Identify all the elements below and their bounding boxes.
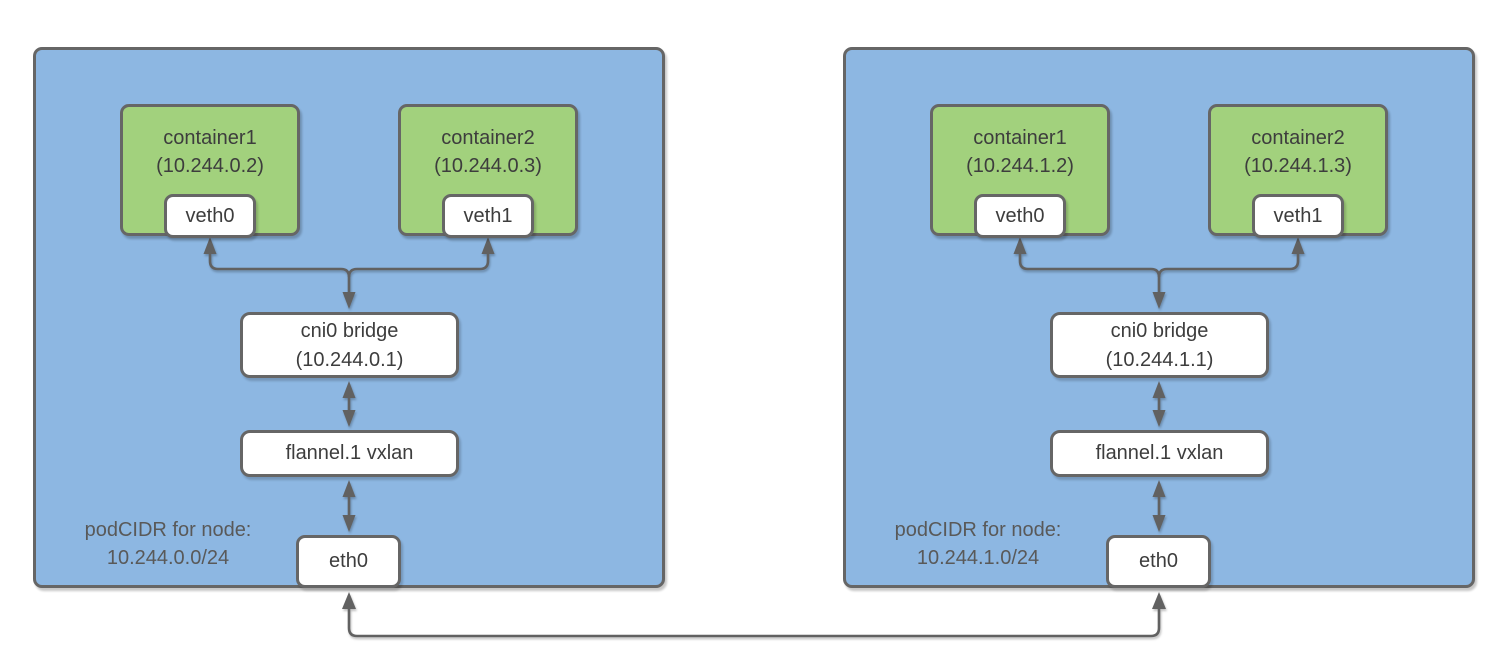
veth-box: veth1 xyxy=(442,194,534,238)
vxlan-label: flannel.1 vxlan xyxy=(285,442,414,464)
container-ip: (10.244.0.3) xyxy=(434,155,542,177)
cni0-bridge-box: cni0 bridge (10.244.1.1) xyxy=(1050,312,1269,378)
cni0-bridge-box: cni0 bridge (10.244.0.1) xyxy=(240,312,459,378)
eth-label: eth0 xyxy=(1139,550,1178,572)
bridge-vxlan-arrow xyxy=(342,381,356,427)
eth0-box: eth0 xyxy=(1106,535,1211,588)
container-name: container2 xyxy=(441,127,535,149)
podcidr-label: podCIDR for node: 10.244.1.0/24 xyxy=(858,516,1098,572)
veth-branch-connector xyxy=(203,237,495,309)
flannel-vxlan-box: flannel.1 vxlan xyxy=(1050,430,1269,477)
veth-box: veth0 xyxy=(974,194,1066,238)
veth-label: veth0 xyxy=(995,205,1045,227)
container-name: container1 xyxy=(973,127,1067,149)
podcidr-line1: podCIDR for node: xyxy=(894,519,1062,541)
podcidr-line1: podCIDR for node: xyxy=(84,519,252,541)
veth-label: veth1 xyxy=(1273,205,1323,227)
podcidr-line2: 10.244.1.0/24 xyxy=(916,547,1040,569)
vxlan-label: flannel.1 vxlan xyxy=(1095,442,1224,464)
eth0-box: eth0 xyxy=(296,535,401,588)
veth-box: veth1 xyxy=(1252,194,1344,238)
vxlan-eth-arrow xyxy=(342,480,356,532)
podcidr-line2: 10.244.0.0/24 xyxy=(106,547,230,569)
veth-box: veth0 xyxy=(164,194,256,238)
bridge-vxlan-arrow xyxy=(1152,381,1166,427)
veth-label: veth0 xyxy=(185,205,235,227)
node-2: container1 (10.244.1.2) veth0 container2… xyxy=(843,47,1475,588)
podcidr-label: podCIDR for node: 10.244.0.0/24 xyxy=(48,516,288,572)
veth-branch-connector xyxy=(1013,237,1305,309)
container-name: container2 xyxy=(1251,127,1345,149)
eth-label: eth0 xyxy=(329,550,368,572)
flannel-vxlan-box: flannel.1 vxlan xyxy=(240,430,459,477)
node-1: container1 (10.244.0.2) veth0 container2… xyxy=(33,47,665,588)
bridge-ip: (10.244.1.1) xyxy=(1105,349,1214,371)
vxlan-eth-arrow xyxy=(1152,480,1166,532)
bridge-ip: (10.244.0.1) xyxy=(295,349,404,371)
veth-label: veth1 xyxy=(463,205,513,227)
container-ip: (10.244.0.2) xyxy=(156,155,264,177)
bridge-name: cni0 bridge xyxy=(1110,320,1209,342)
container-name: container1 xyxy=(163,127,257,149)
container-ip: (10.244.1.3) xyxy=(1244,155,1352,177)
bridge-name: cni0 bridge xyxy=(300,320,399,342)
container-ip: (10.244.1.2) xyxy=(966,155,1074,177)
